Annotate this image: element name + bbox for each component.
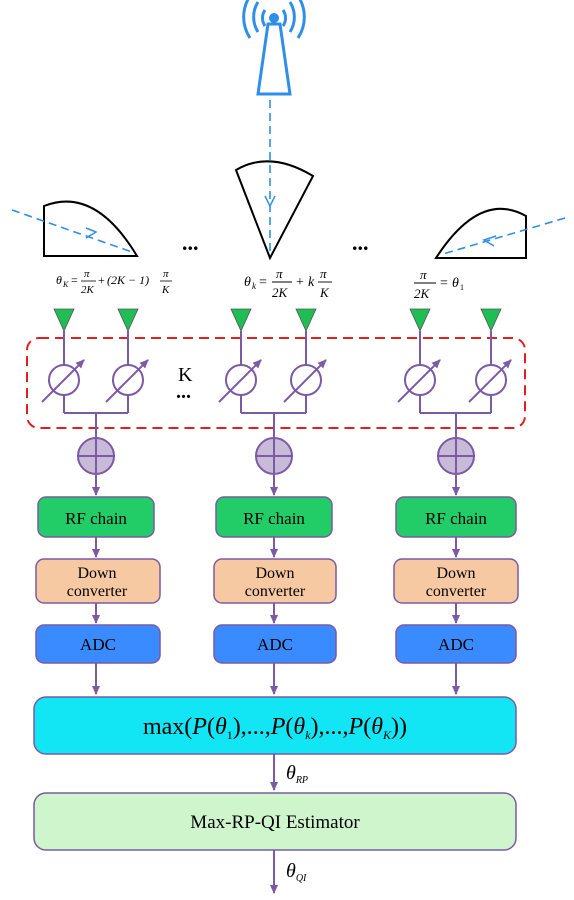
chain-arrows <box>92 474 460 894</box>
svg-text:+: + <box>296 275 304 290</box>
down-converter-label-line1: Down <box>255 565 294 582</box>
svg-text:k: k <box>252 281 257 291</box>
phase-shifter-network-box <box>26 337 526 429</box>
down-converter-block <box>393 558 519 604</box>
svg-text:1: 1 <box>460 283 464 292</box>
base-station-tower-icon <box>242 0 306 96</box>
adc-label: ADC <box>438 635 474 654</box>
rf-chain-block <box>37 496 155 538</box>
svg-text:K: K <box>319 285 330 300</box>
estimator-box <box>33 792 517 851</box>
phase-shifter-icon <box>41 359 85 403</box>
rf-chain-block <box>215 496 333 538</box>
down-converter-label-line2: converter <box>245 583 306 600</box>
svg-text:π: π <box>420 267 427 282</box>
svg-text:=: = <box>259 275 267 290</box>
svg-text:θ: θ <box>452 276 459 291</box>
svg-text:K: K <box>161 284 170 296</box>
combiner-icon <box>255 437 293 475</box>
down-converter-label-line2: converter <box>426 583 487 600</box>
svg-text:2K: 2K <box>414 286 431 301</box>
adc-block <box>395 624 517 664</box>
rf-chain-label: RF chain <box>65 509 127 528</box>
down-converter-label-line2: converter <box>67 583 128 600</box>
antenna-icon <box>117 308 139 332</box>
ellipsis-middle: ... <box>176 381 191 403</box>
theta-rp-label: θRP <box>286 762 308 786</box>
ellipsis-top-left: ... <box>182 230 199 255</box>
svg-text:2K: 2K <box>81 284 95 296</box>
antenna-icon <box>295 308 317 332</box>
down-converter-label-line1: Down <box>436 565 475 582</box>
svg-text:2K: 2K <box>272 285 289 300</box>
svg-text:π: π <box>320 266 327 281</box>
beam-sector-left <box>11 200 139 257</box>
phase-shifter-icon <box>283 359 327 403</box>
rf-chain-label: RF chain <box>425 509 487 528</box>
beam-formula-right: π 2K = θ 1 <box>414 267 464 301</box>
svg-text:=: = <box>440 276 448 291</box>
phase-shifter-icon <box>218 359 262 403</box>
adc-block <box>213 624 337 664</box>
k-label: K <box>178 364 193 386</box>
processing-chains: RF chain RF chain RF chain Down converte… <box>35 496 519 664</box>
phase-shifter-icon <box>105 359 149 403</box>
max-power-expression: max(P(θ1),...,P(θk),...,P(θK)) <box>143 714 407 742</box>
down-converter-label-line1: Down <box>77 565 116 582</box>
combiner-icon <box>437 437 475 475</box>
phase-shifter-circles <box>41 359 512 403</box>
rf-chain-label: RF chain <box>243 509 305 528</box>
estimator-label: Max-RP-QI Estimator <box>190 812 360 833</box>
down-converter-block <box>35 558 161 604</box>
beam-formula-center: θ k = π 2K + k π K <box>244 266 332 300</box>
svg-text:θ: θ <box>244 275 251 290</box>
svg-text:θ: θ <box>56 273 62 287</box>
adc-block <box>35 624 161 664</box>
antenna-icon <box>53 308 75 332</box>
svg-text:=: = <box>71 273 78 287</box>
antenna-icon <box>230 308 252 332</box>
svg-text:π: π <box>163 268 169 280</box>
beam-formula-left: θ K = π 2K + (2K − 1) π K <box>56 268 172 296</box>
svg-text:(2K − 1): (2K − 1) <box>107 273 149 287</box>
svg-text:π: π <box>276 266 283 281</box>
svg-text:π: π <box>84 268 90 280</box>
phase-shifter-icon <box>397 359 441 403</box>
ellipsis-top-right: ... <box>352 230 369 255</box>
adc-label: ADC <box>257 635 293 654</box>
beam-sector-center <box>234 100 315 261</box>
down-converter-block <box>213 558 337 604</box>
phase-shifter-icon <box>468 359 512 403</box>
combiner-icon <box>77 437 115 475</box>
combiners <box>77 437 475 475</box>
antenna-icon <box>480 308 502 332</box>
phase-shifters <box>63 331 492 438</box>
svg-text:+: + <box>98 273 105 287</box>
max-power-box <box>33 696 517 755</box>
rf-chain-block <box>395 496 517 538</box>
antenna-array <box>53 308 502 332</box>
svg-text:K: K <box>62 280 69 289</box>
svg-text:k: k <box>308 275 315 290</box>
theta-qi-label: θQI <box>286 860 307 884</box>
beam-sector-right <box>434 207 566 259</box>
adc-label: ADC <box>80 635 116 654</box>
antenna-icon <box>409 308 431 332</box>
